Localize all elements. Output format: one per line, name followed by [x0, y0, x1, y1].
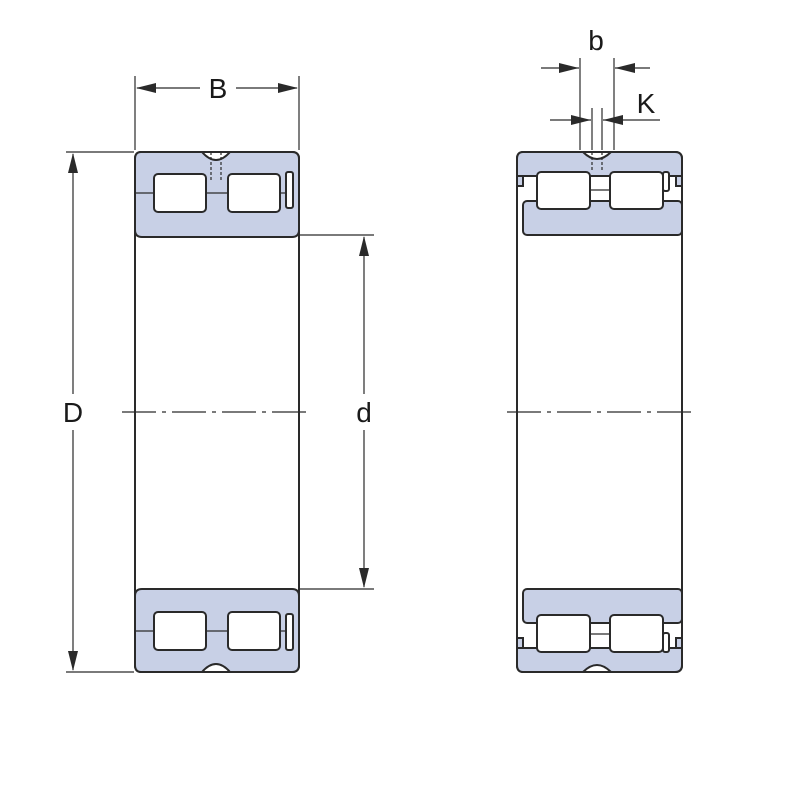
dimension-d: d	[300, 234, 374, 590]
dimension-b: b	[541, 25, 650, 150]
left-top-roller-1	[153, 173, 207, 213]
right-top-roller-2	[609, 171, 664, 210]
right-bottom-outer-ring	[516, 647, 683, 673]
left-bottom-outer-ring	[134, 588, 300, 673]
dimension-K: K	[550, 88, 660, 150]
dimension-B: B	[134, 73, 300, 150]
right-bottom-snap-ring	[662, 632, 670, 653]
left-bottom-snap-ring	[285, 613, 294, 651]
label-d: d	[356, 397, 372, 428]
label-b: b	[588, 25, 604, 56]
left-top-roller-2	[227, 173, 281, 213]
left-bearing-section	[122, 151, 312, 673]
left-top-outer-ring	[134, 151, 300, 238]
left-top-snap-ring	[285, 171, 294, 209]
right-top-snap-ring	[662, 171, 670, 192]
label-D: D	[63, 397, 83, 428]
label-B: B	[209, 73, 228, 104]
right-top-outer-ring	[516, 151, 683, 177]
left-bottom-roller-2	[227, 611, 281, 651]
right-bottom-roller-1	[536, 614, 591, 653]
label-K: K	[637, 88, 656, 119]
left-bottom-roller-1	[153, 611, 207, 651]
right-top-roller-1	[536, 171, 591, 210]
right-bottom-roller-2	[609, 614, 664, 653]
right-bearing-section	[507, 151, 695, 673]
dimension-D: D	[63, 151, 134, 673]
